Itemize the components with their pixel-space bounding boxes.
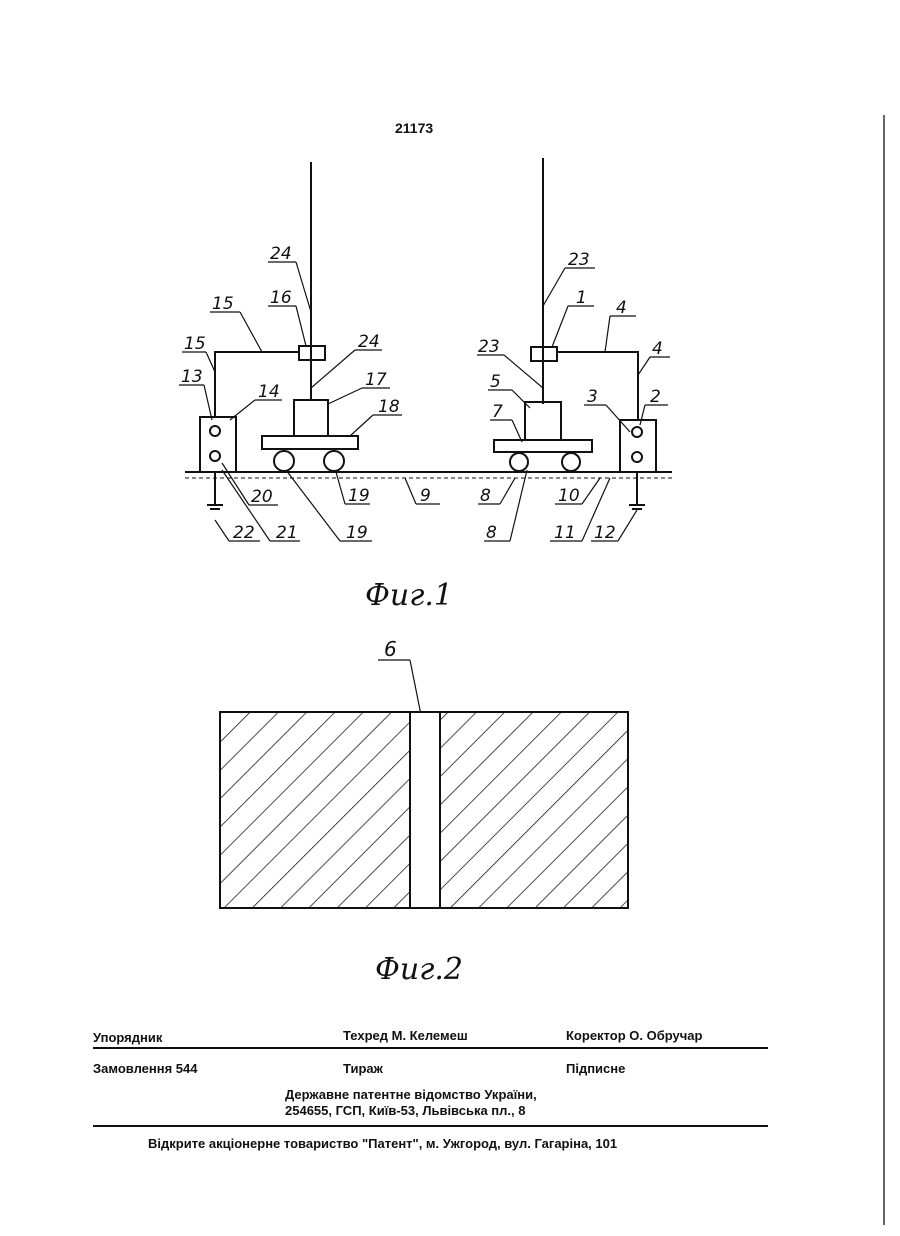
- fig1-label: 12: [594, 523, 616, 543]
- office-line-2: 254655, ГСП, Київ-53, Львівська пл., 8: [285, 1103, 525, 1118]
- figure-2-caption: Фиг.2: [375, 952, 463, 987]
- fig1-label: 19: [348, 486, 370, 506]
- footer-rule-top: [93, 1047, 768, 1049]
- fig1-label: 1: [576, 288, 587, 308]
- compiler-label: Упорядник: [93, 1030, 162, 1045]
- unit-17: [294, 400, 328, 436]
- fig1-label: 8: [486, 523, 497, 543]
- fig1-label: 19: [346, 523, 368, 543]
- fig1-label: 5: [490, 372, 501, 392]
- fig1-label: 2: [650, 387, 661, 407]
- printer-line: Відкрите акціонерне товариство "Патент",…: [148, 1136, 617, 1151]
- fig1-label: 15: [184, 334, 206, 354]
- fig1-label: 8: [480, 486, 491, 506]
- terminal-3: [632, 427, 642, 437]
- fig1-label: 4: [652, 339, 663, 359]
- fig1-label: 24: [270, 244, 292, 264]
- fig1-label: 24: [358, 332, 380, 352]
- fig1-label: 7: [492, 402, 503, 422]
- corrector-label: Коректор О. Обручар: [566, 1028, 702, 1043]
- fig2-label: 6: [384, 637, 397, 661]
- unit-5: [525, 402, 561, 440]
- fig1-label: 21: [276, 523, 298, 543]
- fig1-label: 11: [554, 523, 576, 543]
- fig1-label: 17: [365, 370, 387, 390]
- fig1-label: 14: [258, 382, 280, 402]
- fig1-label: 9: [420, 486, 431, 506]
- terminal-13: [210, 426, 220, 436]
- box-14: [200, 417, 236, 472]
- office-line-1: Державне патентне відомство України,: [285, 1087, 537, 1102]
- wheel-8b: [562, 453, 580, 471]
- fig1-label: 10: [558, 486, 580, 506]
- fig1-label: 18: [378, 397, 400, 417]
- fig1-label: 15: [212, 294, 234, 314]
- fig1-label: 4: [616, 298, 627, 318]
- fig1-label: 23: [478, 337, 500, 357]
- fig1-label: 13: [181, 367, 203, 387]
- terminal-20: [210, 451, 220, 461]
- fig1-label: 16: [270, 288, 292, 308]
- figure-1-caption: Фиг.1: [365, 578, 453, 613]
- wheel-19b: [324, 451, 344, 471]
- fig1-label: 22: [233, 523, 255, 543]
- trolley-7: [494, 440, 592, 452]
- wheel-8a: [510, 453, 528, 471]
- wire-4: [557, 352, 638, 420]
- wire-15: [215, 352, 299, 417]
- terminal-11: [632, 452, 642, 462]
- wheel-19a: [274, 451, 294, 471]
- order-label: Замовлення 544: [93, 1061, 198, 1076]
- subscription-label: Підписне: [566, 1061, 625, 1076]
- figure-2-drawing: [220, 712, 628, 908]
- fig1-label: 3: [587, 387, 598, 407]
- fig1-label: 20: [251, 487, 273, 507]
- gap-6: [410, 712, 440, 908]
- fig1-label: 23: [568, 250, 590, 270]
- footer-rule-bottom: [93, 1125, 768, 1127]
- trolley-18: [262, 436, 358, 449]
- circulation-label: Тираж: [343, 1061, 383, 1076]
- techred-label: Техред М. Келемеш: [343, 1028, 468, 1043]
